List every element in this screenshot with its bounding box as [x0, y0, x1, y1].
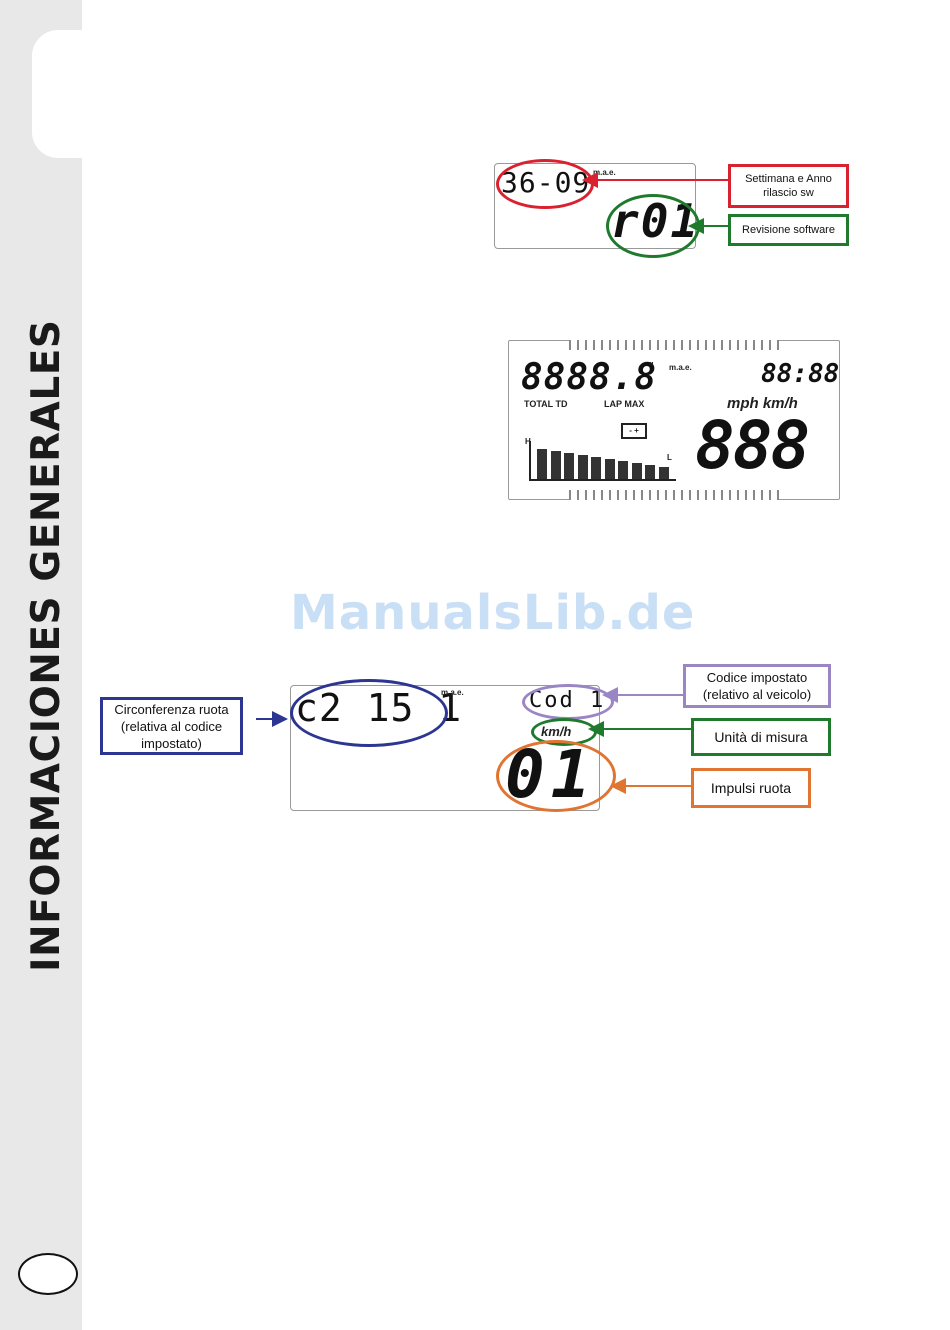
pulse-highlight-oval [496, 740, 616, 812]
watermark: ManualsLib.de [290, 585, 696, 641]
lcd-quote-mark: " [649, 361, 654, 372]
lcd-mae-label: m.a.e. [441, 688, 464, 697]
bar-high-label: H [525, 437, 531, 446]
bar-low-label: L [667, 453, 672, 462]
lcd-mae-label: m.a.e. [669, 363, 692, 372]
software-revision-label: Revisione software [728, 214, 849, 246]
bargraph-segment [577, 455, 588, 479]
bargraph-segment [537, 449, 547, 479]
unit-label: Unità di misura [691, 718, 831, 756]
power-bargraph [529, 441, 676, 481]
bargraph-segment [564, 453, 574, 479]
lcd-lap-max: LAP MAX [604, 399, 645, 409]
lcd-bottom-connector [569, 490, 779, 500]
bargraph-segment [604, 459, 615, 479]
sidebar: INFORMACIONES GENERALES [0, 0, 84, 1330]
lcd-units: mph km/h [727, 395, 798, 412]
bargraph-segment [645, 465, 655, 479]
code-label: Codice impostato (relativo al veicolo) [683, 664, 831, 708]
bargraph-segment [591, 457, 601, 479]
sidebar-tab [32, 30, 84, 158]
battery-icon: - + [621, 423, 647, 439]
lcd-top-connector [569, 340, 779, 350]
week-year-label: Settimana e Anno rilascio sw [728, 164, 849, 208]
lcd-clock: 88:88 [761, 359, 840, 389]
lcd-speed: 888 [695, 407, 810, 484]
circumference-label: Circonferenza ruota (relativa al codice … [100, 697, 243, 755]
bargraph-segment [658, 467, 669, 479]
lcd-mae-label: m.a.e. [593, 168, 616, 177]
page-number-oval [18, 1253, 78, 1295]
lcd-main-digits: 8888.8 [521, 357, 658, 398]
circumference-highlight-oval [290, 679, 448, 747]
bargraph-segment [618, 461, 628, 479]
bargraph-segment [631, 463, 642, 479]
lcd-display-full: 8888.8 " m.a.e. 88:88 TOTAL TD LAP MAX m… [508, 340, 840, 500]
pulse-label: Impulsi ruota [691, 768, 811, 808]
bargraph-segment [550, 451, 561, 479]
lcd-total-td: TOTAL TD [524, 399, 568, 409]
